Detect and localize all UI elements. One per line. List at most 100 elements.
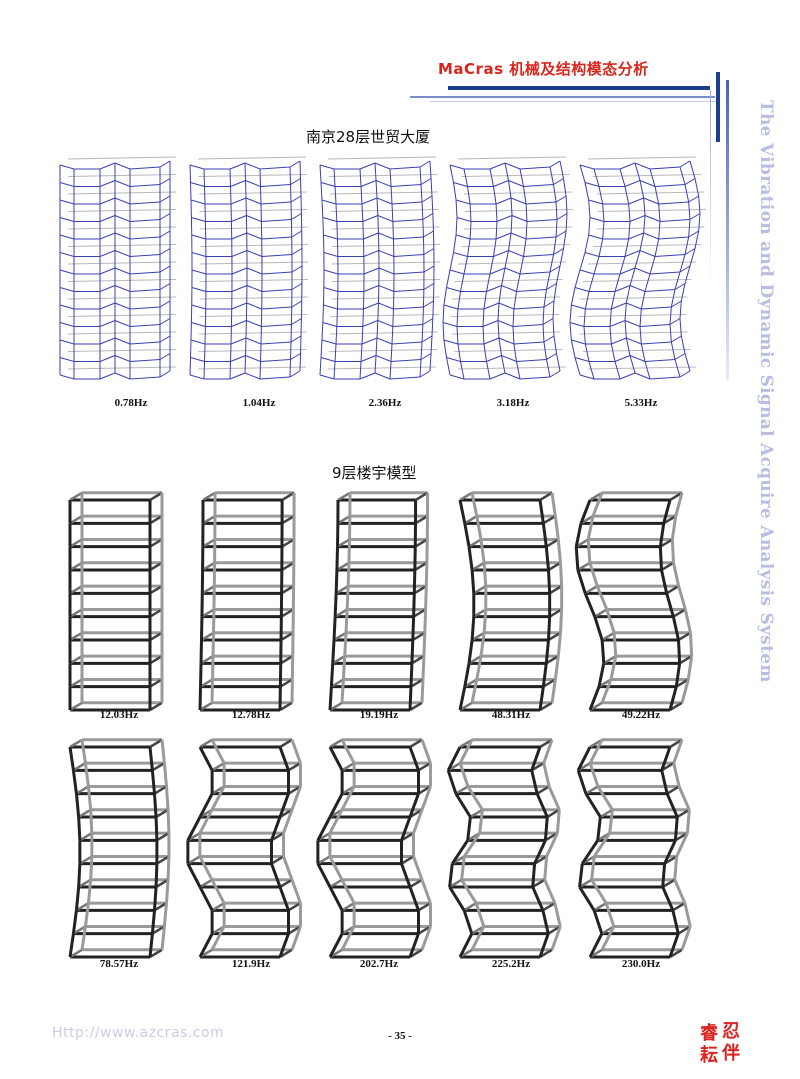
frame-member bbox=[597, 209, 707, 212]
frame-member bbox=[393, 289, 424, 292]
frame-member bbox=[246, 267, 263, 275]
frame-member bbox=[149, 738, 163, 749]
frame-member bbox=[229, 372, 246, 380]
frame-member bbox=[89, 856, 94, 880]
frame-member bbox=[327, 366, 437, 370]
frame-member bbox=[278, 746, 290, 771]
frame-member bbox=[336, 308, 338, 327]
frame-member bbox=[474, 902, 486, 927]
frame-member bbox=[319, 374, 335, 380]
frame-member bbox=[625, 285, 631, 304]
frame-member bbox=[68, 746, 75, 771]
frame-member bbox=[584, 252, 600, 257]
frame-member bbox=[541, 523, 548, 547]
frame-member bbox=[542, 762, 551, 787]
mode-frequency: 12.78Hz bbox=[231, 709, 271, 721]
frame-member bbox=[99, 320, 116, 327]
frame-member bbox=[663, 839, 677, 865]
frame-member bbox=[69, 515, 83, 525]
frame-member bbox=[202, 515, 216, 525]
frame-member bbox=[649, 376, 681, 380]
frame-member bbox=[59, 164, 75, 170]
frame-member bbox=[77, 863, 82, 888]
frame-member bbox=[553, 655, 560, 680]
frame-member bbox=[563, 178, 567, 197]
frame-member bbox=[579, 164, 595, 170]
frame-member bbox=[478, 809, 484, 834]
header-rule-light bbox=[430, 101, 720, 102]
frame-member bbox=[541, 663, 548, 687]
frame-member bbox=[408, 886, 420, 911]
frame-member bbox=[629, 267, 636, 286]
frame-member bbox=[322, 217, 337, 222]
frame-member bbox=[555, 195, 567, 203]
frame-member bbox=[246, 302, 262, 310]
frame-member bbox=[579, 331, 688, 335]
frame-member bbox=[360, 355, 377, 362]
frame-member bbox=[189, 164, 205, 170]
frame-member bbox=[449, 164, 465, 170]
frame-member bbox=[501, 267, 506, 286]
frame-member bbox=[408, 686, 413, 711]
frame-member bbox=[453, 252, 468, 257]
frame-member bbox=[75, 785, 90, 795]
frame-member bbox=[420, 353, 432, 360]
frame-member bbox=[414, 491, 429, 502]
frame-member bbox=[486, 361, 491, 380]
frame-member bbox=[99, 162, 116, 170]
frame-member bbox=[565, 195, 568, 214]
frame-member bbox=[549, 265, 561, 273]
frame-member bbox=[389, 166, 421, 170]
frame-member bbox=[604, 902, 616, 927]
frame-member bbox=[593, 616, 604, 641]
frame-member bbox=[583, 308, 586, 327]
frame-member bbox=[362, 320, 379, 327]
frame-member bbox=[129, 184, 161, 187]
frame-member bbox=[319, 164, 322, 183]
frame-member bbox=[588, 361, 595, 380]
frame-member bbox=[199, 701, 213, 712]
frame-member bbox=[602, 203, 605, 222]
frame-member bbox=[231, 285, 248, 292]
frame-member bbox=[446, 269, 451, 288]
frame-member bbox=[471, 631, 485, 642]
frame-member bbox=[495, 197, 512, 205]
frame-member bbox=[670, 539, 676, 563]
frame-member bbox=[331, 279, 440, 282]
frame-member bbox=[644, 359, 676, 362]
frame-member bbox=[449, 374, 465, 380]
frame-member bbox=[579, 374, 595, 380]
frame-member bbox=[67, 331, 177, 335]
frame-member bbox=[644, 289, 676, 292]
frame-member bbox=[360, 180, 377, 187]
frame-member bbox=[329, 331, 439, 335]
frame-member bbox=[378, 232, 394, 240]
frame-member bbox=[584, 585, 598, 595]
frame-member bbox=[149, 948, 163, 959]
frame-member bbox=[290, 178, 301, 185]
frame-member bbox=[497, 320, 500, 339]
frame-member bbox=[423, 609, 428, 633]
frame-member bbox=[470, 679, 479, 704]
frame-member bbox=[546, 283, 557, 290]
frame-member bbox=[335, 326, 338, 345]
frame-member bbox=[343, 632, 348, 657]
frame-member bbox=[162, 762, 168, 787]
frame-member bbox=[598, 186, 604, 205]
frame-member bbox=[199, 878, 213, 889]
frame-member bbox=[377, 302, 379, 321]
frame-member bbox=[639, 180, 645, 199]
frame-member bbox=[419, 166, 422, 185]
frame-member bbox=[644, 361, 651, 380]
frame-member bbox=[459, 701, 473, 712]
frame-member bbox=[609, 655, 618, 680]
frame-member bbox=[679, 265, 691, 273]
frame-member bbox=[323, 269, 339, 275]
frame-member bbox=[150, 770, 156, 794]
frame-member bbox=[412, 809, 424, 834]
frame-member bbox=[299, 160, 302, 179]
frame-member bbox=[129, 359, 161, 362]
frame-member bbox=[420, 184, 423, 203]
frame-member bbox=[556, 265, 561, 284]
frame-member bbox=[148, 933, 154, 958]
